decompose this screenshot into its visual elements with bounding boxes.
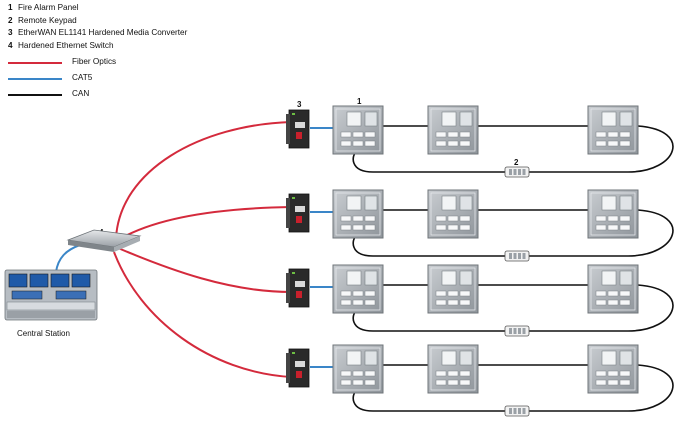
remote-keypad bbox=[504, 325, 530, 337]
remote-keypad bbox=[504, 250, 530, 262]
legend-label: Remote Keypad bbox=[18, 15, 77, 25]
media-converter bbox=[286, 348, 310, 388]
fire-alarm-panel bbox=[332, 344, 384, 394]
can-bus-loop bbox=[352, 125, 674, 173]
legend-item-3: 3 EtherWAN EL1141 Hardened Media Converte… bbox=[8, 27, 187, 40]
fire-alarm-panel bbox=[427, 344, 479, 394]
remote-keypad bbox=[504, 405, 530, 417]
central-station-console bbox=[4, 269, 98, 321]
device-row-4 bbox=[286, 344, 674, 417]
fiber-swatch bbox=[8, 62, 62, 64]
cat5-swatch bbox=[8, 78, 62, 80]
legend-item-2: 2 Remote Keypad bbox=[8, 15, 187, 28]
device-row-2 bbox=[286, 189, 674, 262]
media-converter bbox=[286, 193, 310, 233]
callout-keypad: 2 bbox=[514, 158, 519, 167]
media-converter bbox=[286, 268, 310, 308]
fiber-link-row-3 bbox=[117, 247, 292, 293]
legend-number: 1 bbox=[8, 3, 13, 12]
fire-alarm-panel bbox=[587, 105, 639, 155]
callout-panel: 1 bbox=[357, 97, 362, 106]
hardened-ethernet-switch bbox=[66, 229, 142, 252]
fire-alarm-panel bbox=[332, 105, 384, 155]
can-bus-loop bbox=[352, 284, 674, 332]
fiber-link-row-4 bbox=[113, 251, 292, 378]
legend-label: EtherWAN EL1141 Hardened Media Converter bbox=[18, 28, 188, 38]
device-row-3 bbox=[286, 264, 674, 337]
legend-label: Fire Alarm Panel bbox=[18, 3, 79, 12]
legend-number: 4 bbox=[8, 40, 13, 50]
callout-converter: 3 bbox=[297, 100, 302, 109]
fire-alarm-panel bbox=[427, 105, 479, 155]
line-legend-label: CAN bbox=[72, 89, 90, 98]
device-rows bbox=[286, 105, 674, 417]
legend-number: 3 bbox=[8, 28, 13, 38]
fire-alarm-panel bbox=[427, 264, 479, 314]
can-bus-loop bbox=[352, 209, 674, 257]
remote-keypad bbox=[504, 166, 530, 178]
fire-alarm-panel bbox=[587, 344, 639, 394]
legend-item-4: 4 Hardened Ethernet Switch bbox=[8, 40, 187, 53]
fire-alarm-panel bbox=[332, 264, 384, 314]
fire-alarm-panel bbox=[587, 189, 639, 239]
device-legend: 1 Fire Alarm Panel 2 Remote Keypad 3 EtherW… bbox=[8, 2, 187, 52]
fire-alarm-panel bbox=[587, 264, 639, 314]
central-station-label: Central Station bbox=[17, 329, 70, 338]
device-row-1 bbox=[286, 105, 674, 178]
can-swatch bbox=[8, 94, 62, 96]
legend-label: Hardened Ethernet Switch bbox=[18, 40, 114, 50]
fiber-link-row-2 bbox=[117, 206, 292, 241]
line-legend-label: CAT5 bbox=[72, 73, 93, 82]
fiber-link-row-1 bbox=[115, 121, 292, 239]
legend-item-1: 1 Fire Alarm Panel bbox=[8, 2, 187, 15]
fire-alarm-panel bbox=[332, 189, 384, 239]
line-legend-label: Fiber Optics bbox=[72, 57, 117, 66]
can-bus-loop bbox=[352, 364, 674, 412]
fire-alarm-panel bbox=[427, 189, 479, 239]
media-converter bbox=[286, 109, 310, 149]
cat5-link-station bbox=[55, 244, 81, 273]
legend-number: 2 bbox=[8, 15, 13, 25]
